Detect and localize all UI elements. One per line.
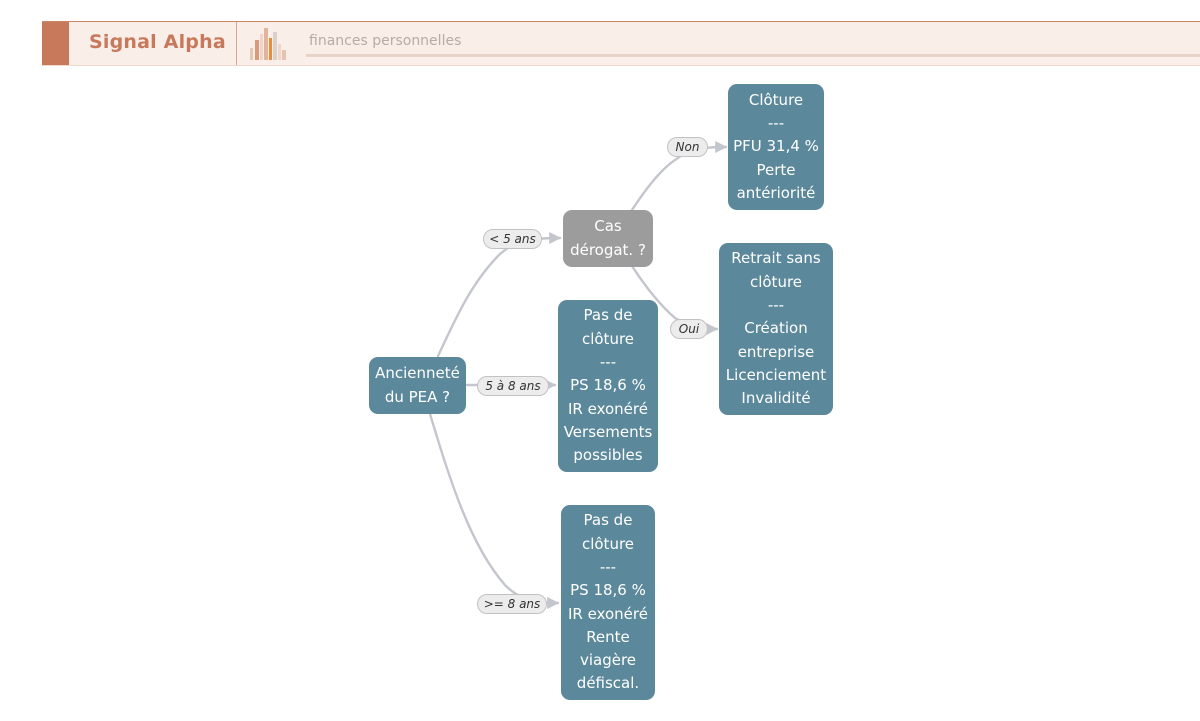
- edge-label-non: Non: [667, 137, 708, 157]
- edge-root-to-derog: [436, 232, 562, 358]
- node-pas-de-cloture-5-8[interactable]: Pas de clôture --- PS 18,6 % IR exonéré …: [558, 300, 658, 472]
- node-line: Ancienneté: [375, 364, 460, 383]
- site-tagline: finances personnelles: [309, 33, 462, 49]
- node-line: Création: [744, 319, 808, 338]
- node-line: défiscal.: [576, 674, 640, 693]
- brand-name[interactable]: Signal Alpha: [89, 31, 226, 53]
- node-line: PS 18,6 %: [570, 376, 646, 395]
- node-line: du PEA ?: [384, 387, 451, 406]
- node-line: PFU 31,4 %: [733, 137, 819, 156]
- node-pas-de-cloture-8-plus[interactable]: Pas de clôture --- PS 18,6 % IR exonéré …: [561, 505, 655, 700]
- node-line: Rente: [586, 627, 630, 646]
- node-line: entreprise: [737, 342, 815, 361]
- node-line: ---: [767, 114, 785, 133]
- node-line: ---: [599, 353, 617, 372]
- node-line: Cas: [594, 217, 622, 236]
- node-line: PS 18,6 %: [570, 581, 646, 600]
- node-cloture[interactable]: Clôture --- PFU 31,4 % Perte antériorité: [728, 84, 824, 210]
- edge-label-lt5: < 5 ans: [483, 229, 542, 249]
- node-line: Perte: [756, 160, 796, 179]
- node-line: Clôture: [748, 90, 804, 109]
- node-line: Retrait sans: [731, 249, 821, 268]
- header-divider: [236, 22, 237, 65]
- node-line: ---: [767, 296, 785, 315]
- bar-chart-logo-icon: [250, 28, 286, 60]
- node-line: Licenciement: [725, 365, 827, 384]
- node-line: Versements: [563, 422, 653, 441]
- node-cas-derogatoire[interactable]: Cas dérogat. ?: [563, 210, 653, 267]
- node-line: Pas de: [583, 306, 633, 325]
- edge-label-5to8: 5 à 8 ans: [477, 376, 549, 396]
- edge-label-ge8: >= 8 ans: [477, 594, 547, 614]
- tagline-underline: [306, 54, 1200, 57]
- edge-label-oui: Oui: [670, 319, 708, 339]
- node-line: possibles: [573, 446, 643, 465]
- node-line: dérogat. ?: [570, 240, 646, 259]
- node-line: Invalidité: [741, 389, 811, 408]
- node-line: Pas de: [583, 511, 633, 530]
- node-line: viagère: [579, 651, 637, 670]
- node-line: clôture: [581, 329, 635, 348]
- node-line: antériorité: [736, 183, 816, 202]
- node-line: IR exonéré: [568, 604, 648, 623]
- brand-color-swatch: [42, 22, 69, 65]
- node-retrait-sans-cloture[interactable]: Retrait sans clôture --- Création entrep…: [719, 243, 833, 415]
- site-header: Signal Alpha finances personnelles: [42, 21, 1200, 66]
- node-line: clôture: [749, 272, 803, 291]
- node-line: ---: [599, 557, 617, 576]
- node-anciennete-pea[interactable]: Ancienneté du PEA ?: [369, 357, 466, 414]
- node-line: clôture: [581, 534, 635, 553]
- node-line: IR exonéré: [568, 399, 648, 418]
- edge-root-to-old: [428, 412, 560, 609]
